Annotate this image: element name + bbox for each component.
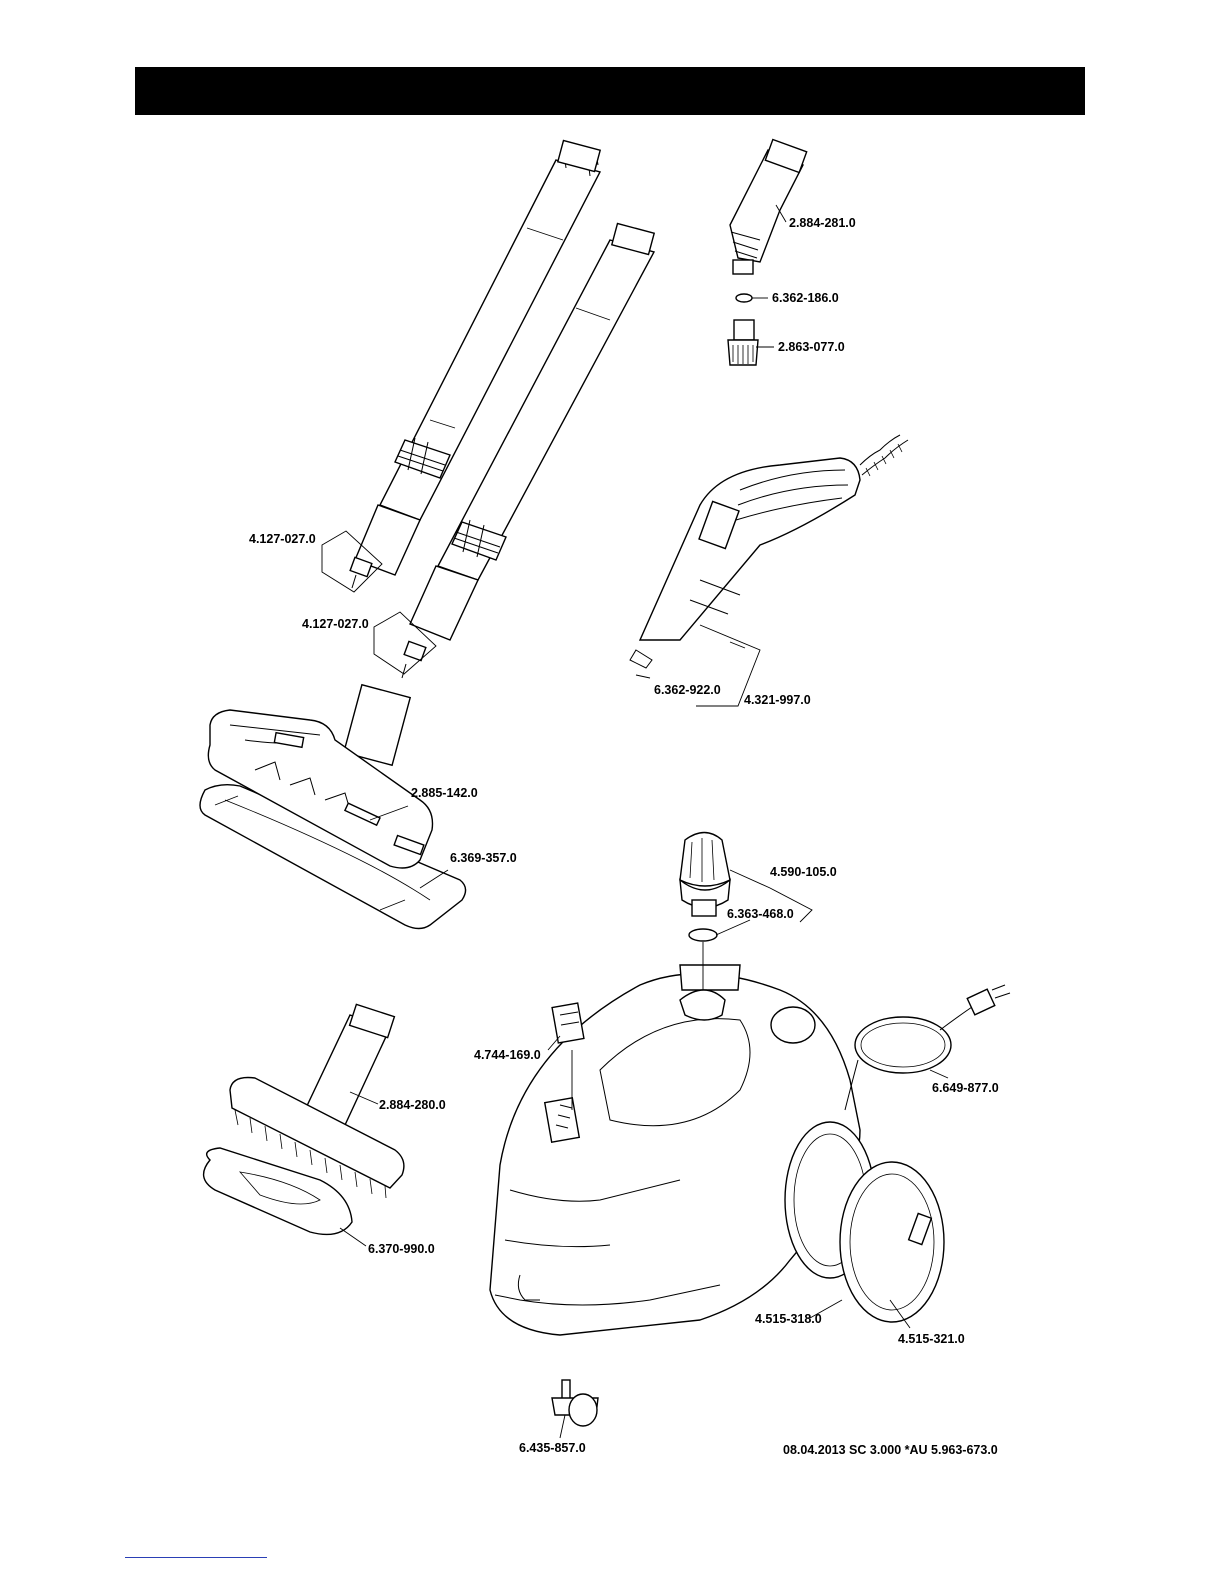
detail-nozzle [730,140,807,274]
castor-wheel [552,1380,598,1426]
label-2-863-077-0: 2.863-077.0 [778,340,845,354]
o-ring-large [689,929,717,941]
label-4-590-105-0: 4.590-105.0 [770,865,837,879]
wheel-cap [840,1162,944,1322]
label-6-435-857-0: 6.435-857.0 [519,1441,586,1455]
label-4-127-027-0-a: 4.127-027.0 [249,532,316,546]
label-6-370-990-0: 6.370-990.0 [368,1242,435,1256]
label-6-363-468-0: 6.363-468.0 [727,907,794,921]
footer-reference: 08.04.2013 SC 3.000 *AU 5.963-673.0 [783,1443,998,1457]
label-6-369-357-0: 6.369-357.0 [450,851,517,865]
switch [552,1003,584,1043]
label-4-744-169-0: 4.744-169.0 [474,1048,541,1062]
label-2-885-142-0: 2.885-142.0 [411,786,478,800]
label-2-884-280-0: 2.884-280.0 [379,1098,446,1112]
label-2-884-281-0: 2.884-281.0 [789,216,856,230]
steam-gun [630,435,908,668]
safety-cap [680,833,730,917]
o-ring-small [736,294,752,302]
round-brush [728,320,758,365]
label-4-127-027-0-b: 4.127-027.0 [302,617,369,631]
brush-cover [204,1148,352,1234]
label-4-321-997-0: 4.321-997.0 [744,693,811,707]
label-6-362-186-0: 6.362-186.0 [772,291,839,305]
label-4-515-318-0: 4.515-318.0 [755,1312,822,1326]
label-6-362-922-0: 6.362-922.0 [654,683,721,697]
label-6-649-877-0: 6.649-877.0 [932,1081,999,1095]
footer-rule [125,1557,267,1558]
label-4-515-321-0: 4.515-321.0 [898,1332,965,1346]
